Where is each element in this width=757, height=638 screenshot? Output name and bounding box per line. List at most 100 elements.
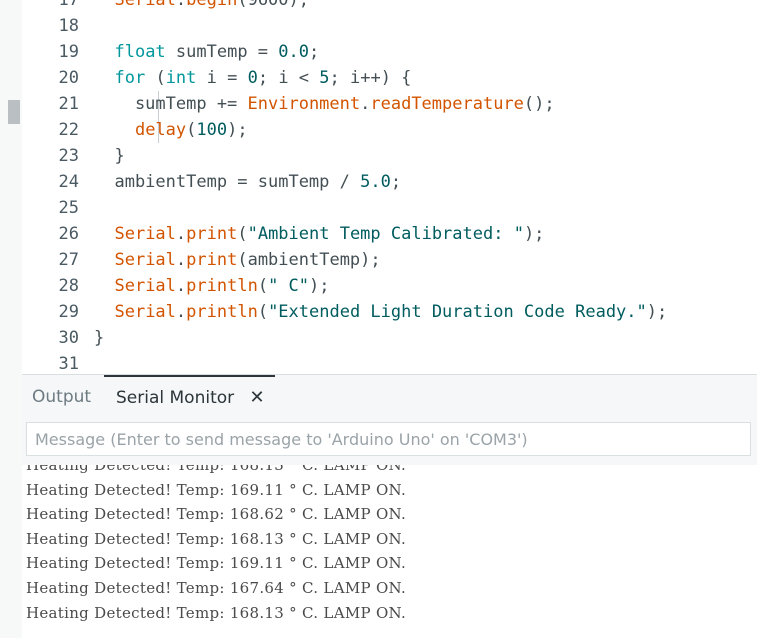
code-token: begin bbox=[186, 0, 238, 10]
code-token: 5.0 bbox=[360, 172, 391, 192]
code-token: Serial bbox=[114, 276, 176, 296]
code-token bbox=[94, 250, 114, 270]
activity-gutter bbox=[0, 0, 22, 638]
serial-output-line: Heating Detected! Temp: 167.64 ° C. LAMP… bbox=[26, 579, 407, 597]
line-number: 29 bbox=[58, 302, 79, 322]
line-number: 17 bbox=[58, 0, 79, 10]
panel-tabs: Output Serial Monitor ✕ bbox=[22, 375, 757, 419]
code-text: delay(100); bbox=[94, 117, 248, 143]
code-token: sumTemp = bbox=[165, 42, 279, 62]
code-text: } bbox=[94, 143, 125, 169]
code-token: . bbox=[175, 250, 187, 270]
code-line[interactable]: 17 Serial.begin(9600); bbox=[22, 0, 757, 13]
code-token: println bbox=[186, 276, 258, 296]
code-token: } bbox=[94, 328, 105, 348]
code-token: println bbox=[186, 302, 258, 322]
panel-resize-handle[interactable] bbox=[22, 374, 757, 375]
line-number: 27 bbox=[58, 250, 79, 270]
code-token bbox=[94, 276, 114, 296]
code-text: Serial.begin(9600); bbox=[94, 0, 309, 13]
close-icon[interactable]: ✕ bbox=[249, 387, 265, 408]
code-text: Serial.print("Ambient Temp Calibrated: "… bbox=[94, 221, 544, 247]
line-number: 26 bbox=[58, 224, 79, 244]
code-token: i = bbox=[196, 68, 248, 88]
code-line[interactable]: 28 Serial.println(" C"); bbox=[22, 273, 757, 299]
line-number: 28 bbox=[58, 276, 79, 296]
code-token: ); bbox=[523, 224, 545, 244]
code-token: . bbox=[175, 224, 187, 244]
code-token: . bbox=[175, 0, 187, 10]
code-token: "Extended Light Duration Code Ready." bbox=[268, 302, 647, 322]
code-token: ( bbox=[257, 302, 269, 322]
code-line[interactable]: 23 } bbox=[22, 143, 757, 169]
serial-output[interactable]: Heating Detected! Temp: 168.13 ° C. LAMP… bbox=[22, 465, 757, 638]
code-token: sumTemp += bbox=[94, 94, 248, 114]
code-text: Serial.println("Extended Light Duration … bbox=[94, 299, 667, 325]
code-token bbox=[94, 224, 114, 244]
code-text: ambientTemp = sumTemp / 5.0; bbox=[94, 169, 401, 195]
code-token: ); bbox=[646, 302, 668, 322]
indent-guide bbox=[158, 91, 159, 143]
line-number: 18 bbox=[58, 16, 79, 36]
serial-output-line: Heating Detected! Temp: 169.11 ° C. LAMP… bbox=[26, 554, 407, 573]
code-token: (9600); bbox=[237, 0, 309, 10]
code-token bbox=[94, 302, 114, 322]
code-token bbox=[94, 68, 114, 88]
line-number: 20 bbox=[58, 68, 79, 88]
code-token: Serial bbox=[114, 250, 176, 270]
line-number: 21 bbox=[58, 94, 79, 114]
code-token: ); bbox=[227, 120, 248, 140]
code-token: . bbox=[360, 94, 371, 114]
code-line[interactable]: 27 Serial.print(ambientTemp); bbox=[22, 247, 757, 273]
code-text: Serial.println(" C"); bbox=[94, 273, 330, 299]
code-token: delay bbox=[134, 120, 187, 140]
code-token: ; bbox=[390, 172, 402, 192]
code-line[interactable]: 18 bbox=[22, 13, 757, 39]
code-line[interactable]: 24 ambientTemp = sumTemp / 5.0; bbox=[22, 169, 757, 195]
serial-output-line: Heating Detected! Temp: 168.13 ° C. LAMP… bbox=[26, 603, 407, 622]
code-token: print bbox=[186, 224, 238, 244]
code-token: ; bbox=[308, 42, 320, 62]
code-line[interactable]: 22 delay(100); bbox=[22, 117, 757, 143]
tab-output[interactable]: Output bbox=[32, 375, 91, 419]
code-token: for bbox=[114, 68, 146, 88]
code-token: } bbox=[94, 146, 125, 166]
message-bar bbox=[22, 419, 757, 465]
code-line[interactable]: 30} bbox=[22, 325, 757, 351]
line-number: 25 bbox=[58, 198, 79, 218]
code-token: int bbox=[165, 68, 197, 88]
code-token: . bbox=[175, 302, 187, 322]
code-line[interactable]: 25 bbox=[22, 195, 757, 221]
code-line[interactable]: 21 sumTemp += Environment.readTemperatur… bbox=[22, 91, 757, 117]
code-line[interactable]: 19 float sumTemp = 0.0; bbox=[22, 39, 757, 65]
code-line[interactable]: 26 Serial.print("Ambient Temp Calibrated… bbox=[22, 221, 757, 247]
code-token bbox=[94, 0, 114, 10]
code-token: ( bbox=[237, 224, 248, 244]
code-text: sumTemp += Environment.readTemperature()… bbox=[94, 91, 555, 117]
scroll-marker[interactable] bbox=[8, 100, 20, 124]
serial-output-line: Heating Detected! Temp: 168.13 ° C. LAMP… bbox=[26, 465, 407, 474]
tab-output-label: Output bbox=[32, 387, 92, 407]
code-token bbox=[94, 42, 114, 62]
serial-output-line: Heating Detected! Temp: 169.11 ° C. LAMP… bbox=[26, 480, 407, 499]
code-token: print bbox=[186, 250, 238, 270]
code-token: "Ambient Temp Calibrated: " bbox=[247, 224, 524, 244]
code-text: Serial.print(ambientTemp); bbox=[94, 247, 380, 273]
code-line[interactable]: 20 for (int i = 0; i < 5; i++) { bbox=[22, 65, 757, 91]
code-token: . bbox=[175, 276, 187, 296]
line-number: 23 bbox=[58, 146, 79, 166]
code-line[interactable]: 31 bbox=[22, 351, 757, 374]
line-number: 31 bbox=[58, 354, 79, 374]
code-token: 0 bbox=[247, 68, 258, 88]
serial-output-line: Heating Detected! Temp: 168.13 ° C. LAMP… bbox=[26, 529, 407, 548]
tab-serial-monitor[interactable]: Serial Monitor ✕ bbox=[104, 375, 275, 419]
code-token: " C" bbox=[268, 276, 310, 296]
code-token: ); bbox=[309, 276, 330, 296]
line-number: 24 bbox=[58, 172, 79, 192]
tab-serial-monitor-label: Serial Monitor bbox=[116, 388, 235, 408]
serial-output-line: Heating Detected! Temp: 168.62 ° C. LAMP… bbox=[26, 505, 407, 524]
code-text: for (int i = 0; i < 5; i++) { bbox=[94, 65, 411, 91]
code-line[interactable]: 29 Serial.println("Extended Light Durati… bbox=[22, 299, 757, 325]
message-input[interactable] bbox=[26, 422, 751, 456]
